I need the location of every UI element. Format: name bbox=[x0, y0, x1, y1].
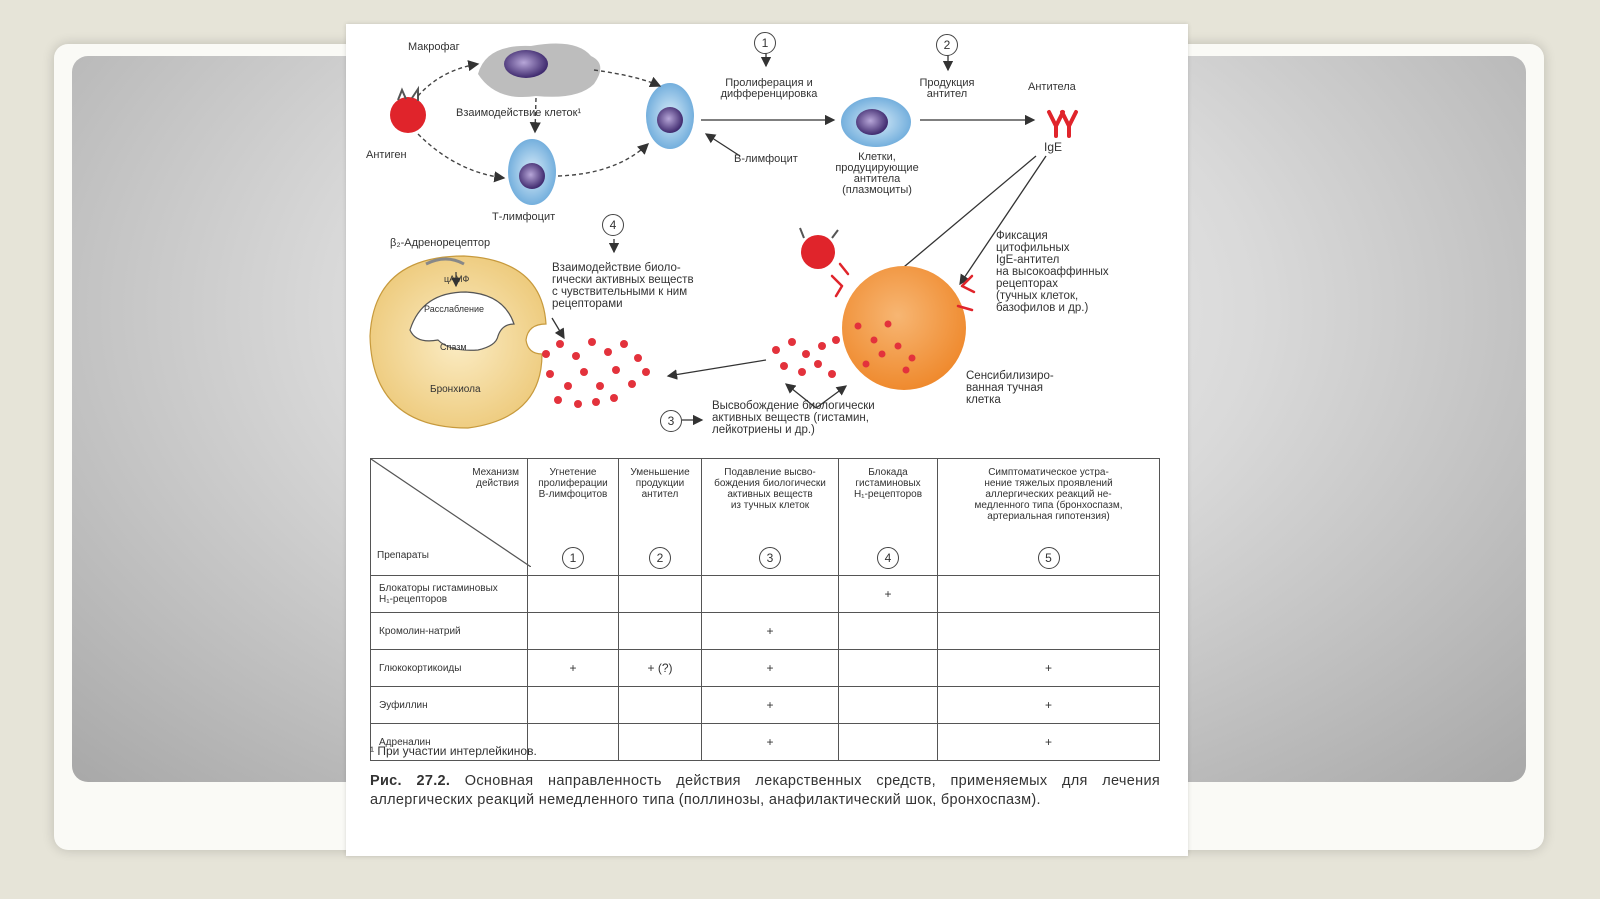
macrophage-shape bbox=[478, 43, 601, 98]
figure-caption: Рис. 27.2. Основная направленность дейст… bbox=[370, 772, 1160, 810]
drug-name-cell: Эуфиллин bbox=[370, 686, 528, 724]
header-number: 5 bbox=[1037, 547, 1060, 569]
table-header-row: Механизм действия Препараты Угнетение пр… bbox=[370, 458, 1160, 576]
label-relaxation: Расслабление bbox=[424, 304, 484, 314]
cell-interaction-arrows bbox=[417, 60, 662, 183]
flow-arrows bbox=[551, 46, 1047, 426]
header-number: 2 bbox=[649, 547, 671, 569]
label-bronchiole: Бронхиола bbox=[430, 384, 481, 395]
table-row: Блокаторы гистаминовых Н₁-рецепторов + bbox=[370, 575, 1160, 613]
table-cell bbox=[527, 723, 619, 761]
table-cell: + (?) bbox=[618, 649, 702, 687]
step-number-4: 4 bbox=[602, 214, 624, 236]
table-corner-cell: Механизм действия Препараты bbox=[370, 458, 531, 576]
label-fixation: Фиксация цитофильных IgE-антител на высо… bbox=[996, 230, 1109, 314]
drug-name-cell: Адреналин bbox=[370, 723, 528, 761]
bronchiole-shape bbox=[369, 255, 547, 429]
label-b-lymphocyte: В-лимфоцит bbox=[734, 153, 798, 165]
b-lymphocyte-shape bbox=[646, 83, 694, 149]
table-row: Кромолин-натрий + bbox=[370, 612, 1160, 650]
mast-cell-shape bbox=[799, 227, 976, 390]
table-header-cell: Блокада гистаминовых Н₁-рецепторов 4 bbox=[838, 458, 938, 576]
table-cell: + bbox=[937, 649, 1160, 687]
label-antigen: Антиген bbox=[366, 149, 407, 161]
table-cell bbox=[618, 723, 702, 761]
table-cell bbox=[838, 649, 938, 687]
corner-drugs-label: Препараты bbox=[377, 550, 429, 561]
table-cell bbox=[701, 575, 839, 613]
table-cell bbox=[618, 686, 702, 724]
table-row: Адреналин + + bbox=[370, 723, 1160, 761]
drug-name-cell: Блокаторы гистаминовых Н₁-рецепторов bbox=[370, 575, 528, 613]
table-cell bbox=[618, 612, 702, 650]
label-release: Высвобождение биологически активных веще… bbox=[712, 400, 875, 436]
table-row: Эуфиллин + + bbox=[370, 686, 1160, 724]
plasma-cell-shape bbox=[841, 97, 911, 147]
table-header-cell: Подавление высво- бождения биологически … bbox=[701, 458, 839, 576]
header-number: 3 bbox=[759, 547, 781, 569]
table-cell: + bbox=[701, 686, 839, 724]
step-number-2: 2 bbox=[936, 34, 958, 56]
label-bio-interaction: Взаимодействие биоло- гически активных в… bbox=[552, 262, 694, 310]
label-mast-cell: Сенсибилизиро- ванная тучная клетка bbox=[966, 370, 1054, 406]
header-number: 4 bbox=[877, 547, 899, 569]
table-cell bbox=[838, 612, 938, 650]
diagram-artwork bbox=[369, 43, 1078, 429]
table-header-cell: Уменьшение продукции антител 2 bbox=[618, 458, 702, 576]
antibody-shape bbox=[1047, 110, 1078, 138]
corner-diagonal bbox=[371, 459, 531, 567]
table-cell bbox=[618, 575, 702, 613]
table-cell bbox=[527, 686, 619, 724]
table-cell bbox=[937, 575, 1160, 613]
footnote: ¹ При участии интерлейкинов. bbox=[370, 744, 537, 758]
label-antibodies: Антитела bbox=[1028, 81, 1076, 93]
table-row: Глюкокортикоиды + + (?) + + bbox=[370, 649, 1160, 687]
table-cell bbox=[838, 686, 938, 724]
table-cell: + bbox=[701, 723, 839, 761]
label-cell-interaction: Взаимодействие клеток¹ bbox=[456, 107, 582, 119]
table-header-cell: Симптоматическое устра- нение тяжелых пр… bbox=[937, 458, 1160, 576]
table-cell: + bbox=[838, 575, 938, 613]
drug-name-cell: Кромолин-натрий bbox=[370, 612, 528, 650]
drug-name-cell: Глюкокортикоиды bbox=[370, 649, 528, 687]
table-cell bbox=[527, 612, 619, 650]
label-proliferation: Пролиферация и дифференцировка bbox=[720, 77, 818, 100]
table-header-cell: Угнетение пролиферации В-лимфоцитов 1 bbox=[527, 458, 619, 576]
table-cell bbox=[527, 575, 619, 613]
corner-mechanism-label: Механизм действия bbox=[472, 467, 519, 489]
table-cell: + bbox=[701, 612, 839, 650]
label-macrophage: Макрофаг bbox=[408, 41, 460, 53]
label-camp: цАМФ bbox=[444, 274, 470, 284]
table-cell: + bbox=[527, 649, 619, 687]
caption-text: Основная направленность действия лекарст… bbox=[370, 773, 1160, 808]
step-number-3: 3 bbox=[660, 410, 682, 432]
table-cell bbox=[937, 612, 1160, 650]
table-cell bbox=[838, 723, 938, 761]
label-production: Продукция антител bbox=[919, 77, 975, 100]
header-text: Блокада гистаминовых Н₁-рецепторов bbox=[853, 467, 923, 500]
granules bbox=[542, 320, 916, 408]
header-text: Угнетение пролиферации В-лимфоцитов bbox=[538, 467, 608, 500]
drug-mechanism-table: Механизм действия Препараты Угнетение пр… bbox=[370, 458, 1160, 761]
table-cell: + bbox=[701, 649, 839, 687]
label-t-lymphocyte: Т-лимфоцит bbox=[492, 211, 556, 223]
label-plasma-cells: Клетки, продуцирующие антитела (плазмоци… bbox=[835, 151, 919, 196]
table-cell: + bbox=[937, 723, 1160, 761]
step-number-1: 1 bbox=[754, 32, 776, 54]
label-spasm: Спазм bbox=[440, 342, 467, 352]
header-text: Уменьшение продукции антител bbox=[630, 467, 690, 500]
figure-page: Макрофаг Антиген Взаимодействие клеток¹ … bbox=[346, 24, 1188, 856]
label-ige: IgE bbox=[1044, 140, 1063, 154]
t-lymphocyte-shape bbox=[508, 139, 556, 205]
antigen-shape bbox=[390, 85, 426, 133]
table-cell: + bbox=[937, 686, 1160, 724]
header-number: 1 bbox=[562, 547, 584, 569]
label-b2-receptor: β₂-Адренорецептор bbox=[390, 237, 491, 249]
caption-figure-number: Рис. 27.2. bbox=[370, 773, 451, 789]
header-text: Симптоматическое устра- нение тяжелых пр… bbox=[974, 467, 1123, 522]
header-text: Подавление высво- бождения биологически … bbox=[714, 467, 826, 511]
